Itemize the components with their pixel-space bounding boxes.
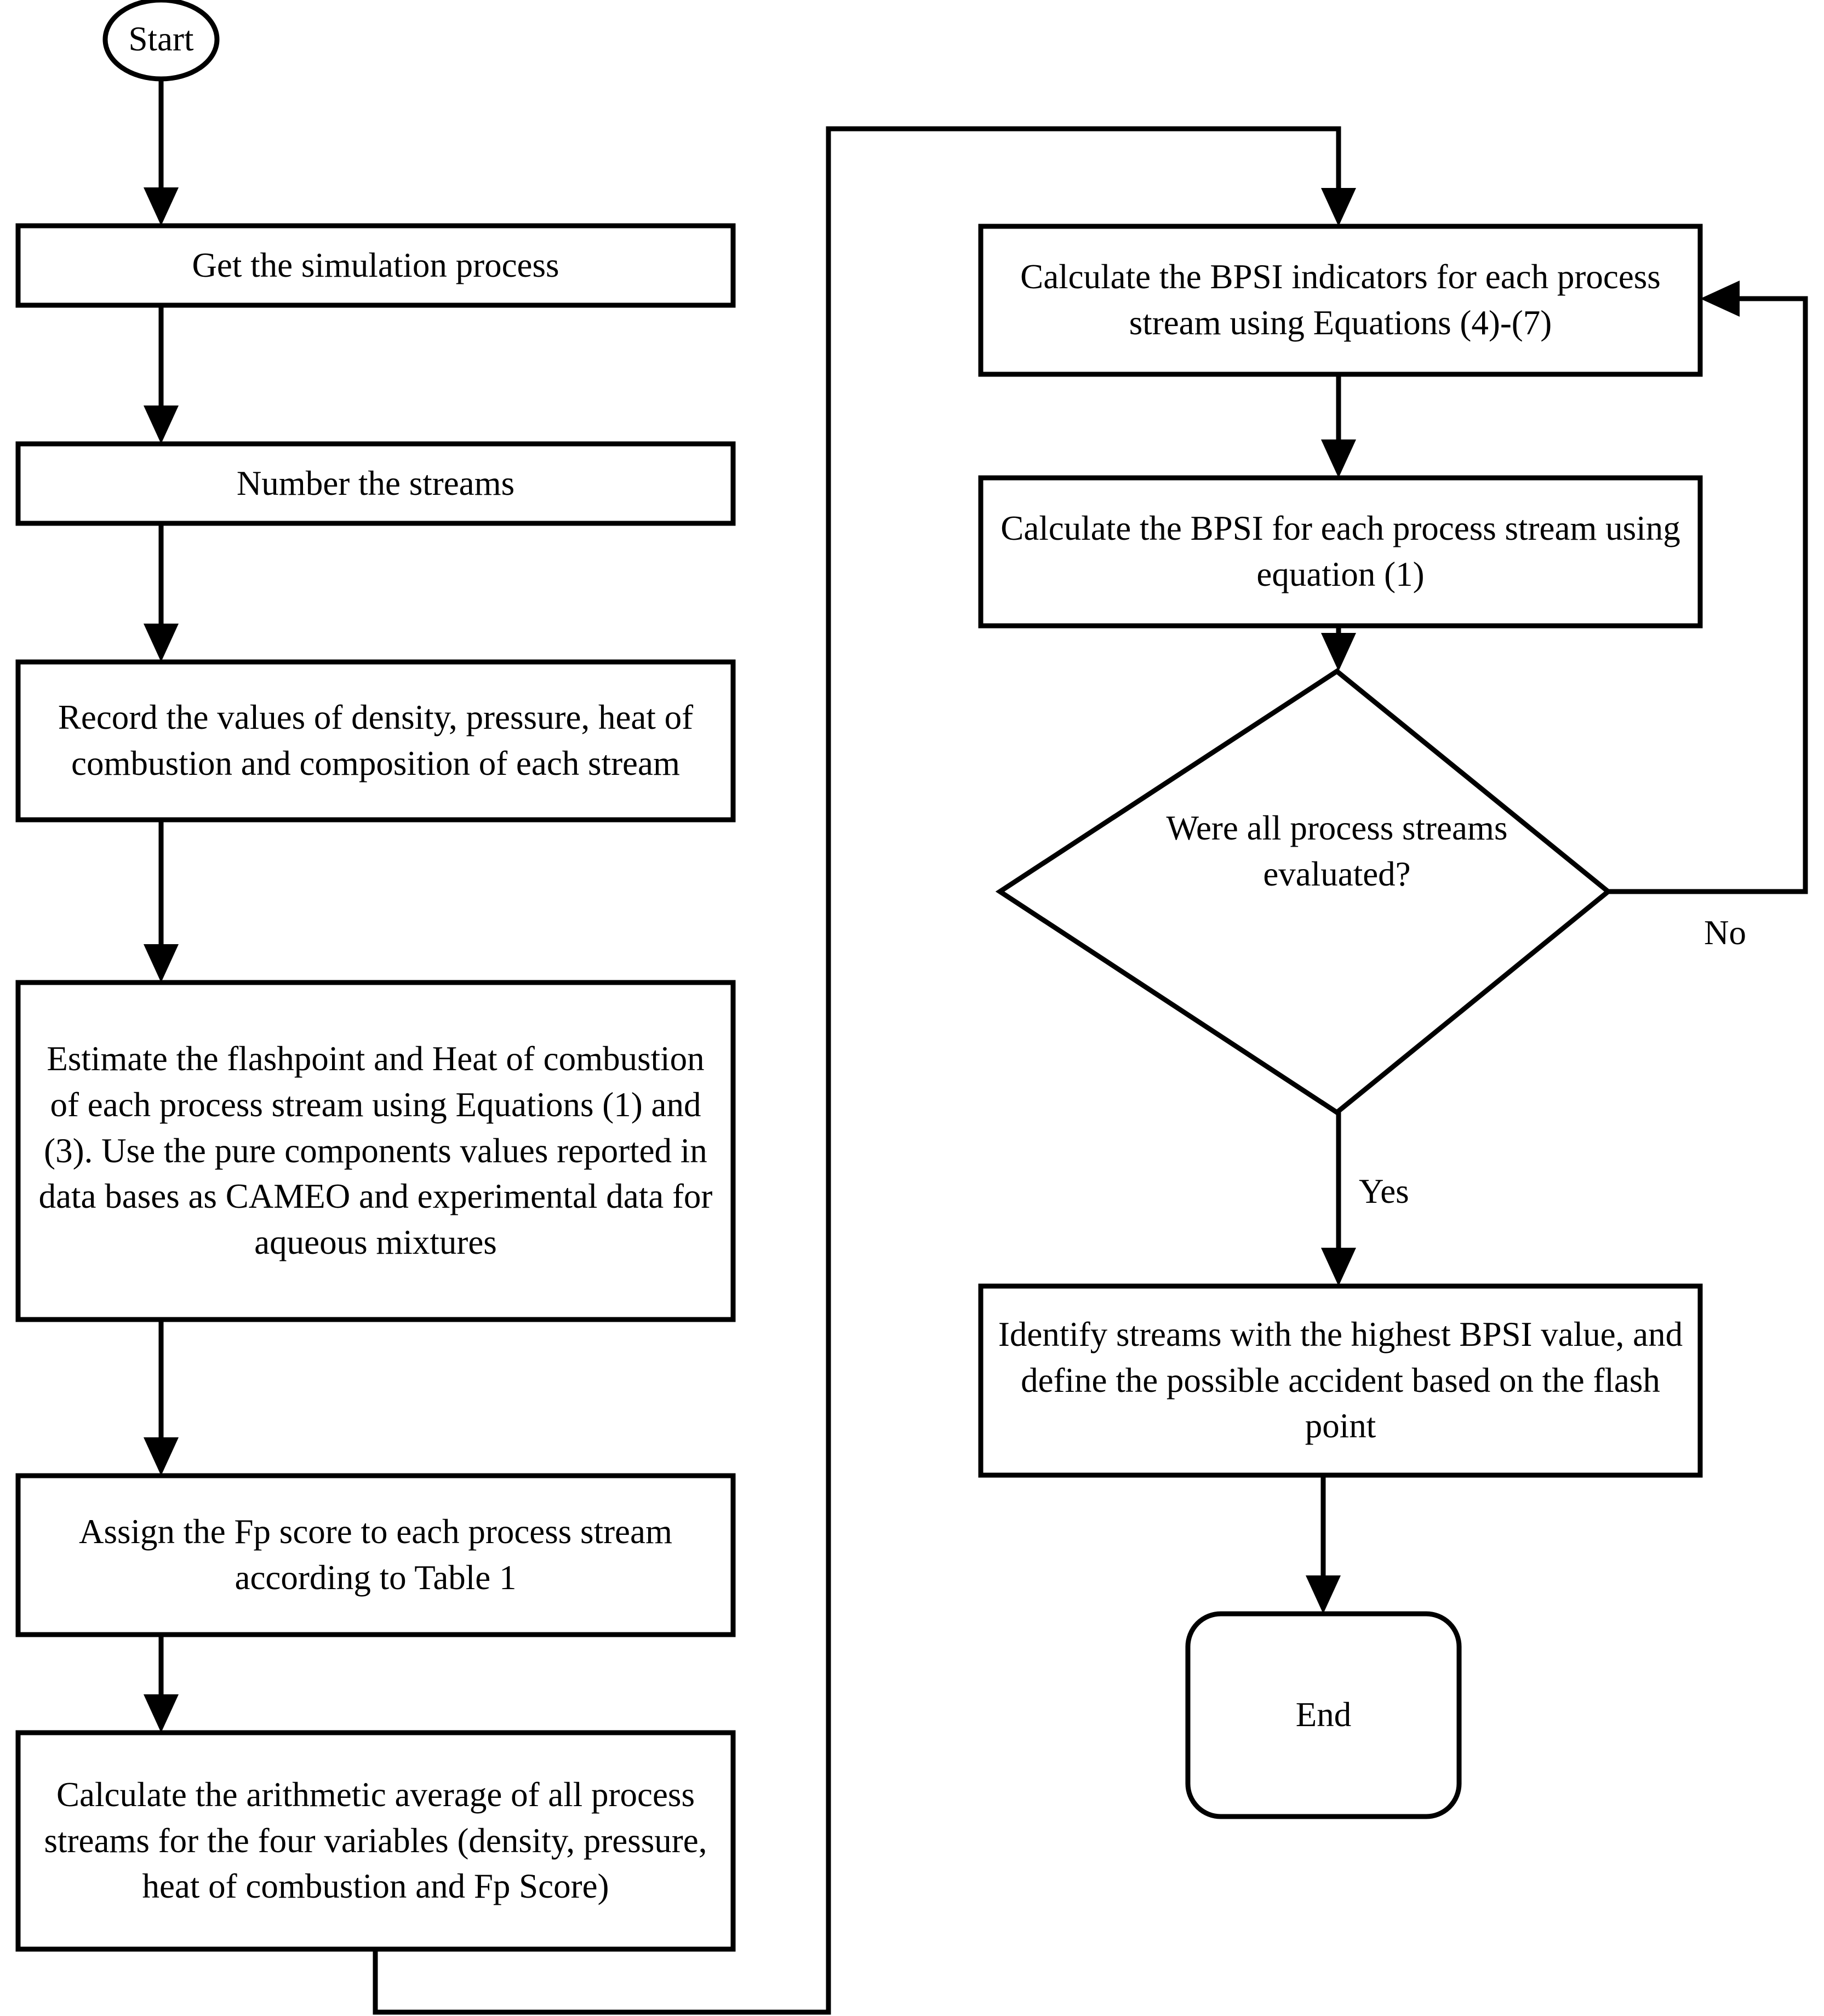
assign-fp-shape <box>15 1473 736 1637</box>
edge-arithmetic-average-to-bpsi-indicators <box>373 126 1356 2015</box>
edge-identify-to-end <box>1306 1475 1341 1614</box>
edge-label-no: No <box>1704 913 1746 952</box>
edge-record-values-to-estimate-flashpoint <box>144 820 179 983</box>
estimate-flashpoint-shape <box>15 980 736 1322</box>
number-streams-shape <box>15 441 736 526</box>
edge-get-simulation-to-number-streams <box>144 305 179 444</box>
edge-bpsi-indicators-to-bpsi-each-stream <box>1321 374 1356 478</box>
arithmetic-average-shape <box>15 1730 736 1952</box>
get-simulation-shape <box>15 223 736 308</box>
bpsi-each-stream-shape <box>978 475 1703 629</box>
edge-label-yes: Yes <box>1359 1172 1409 1210</box>
edge-start-to-get-simulation <box>144 81 179 226</box>
record-values-shape <box>15 659 736 823</box>
end-node-shape <box>1185 1611 1462 1819</box>
bpsi-indicators-shape <box>978 224 1703 377</box>
edge-number-streams-to-record-values <box>144 523 179 662</box>
edge-decision-no-loop <box>1608 281 1808 894</box>
start-node-shape <box>102 0 220 82</box>
decision-all-evaluated-shape <box>995 668 1613 1116</box>
edge-estimate-flashpoint-to-assign-fp <box>144 1320 179 1476</box>
edge-decision-yes-to-identify <box>1321 1112 1356 1286</box>
edge-assign-fp-to-arithmetic-average <box>144 1635 179 1733</box>
edge-bpsi-each-stream-to-decision <box>1321 626 1356 671</box>
identify-highest-shape <box>978 1283 1703 1478</box>
